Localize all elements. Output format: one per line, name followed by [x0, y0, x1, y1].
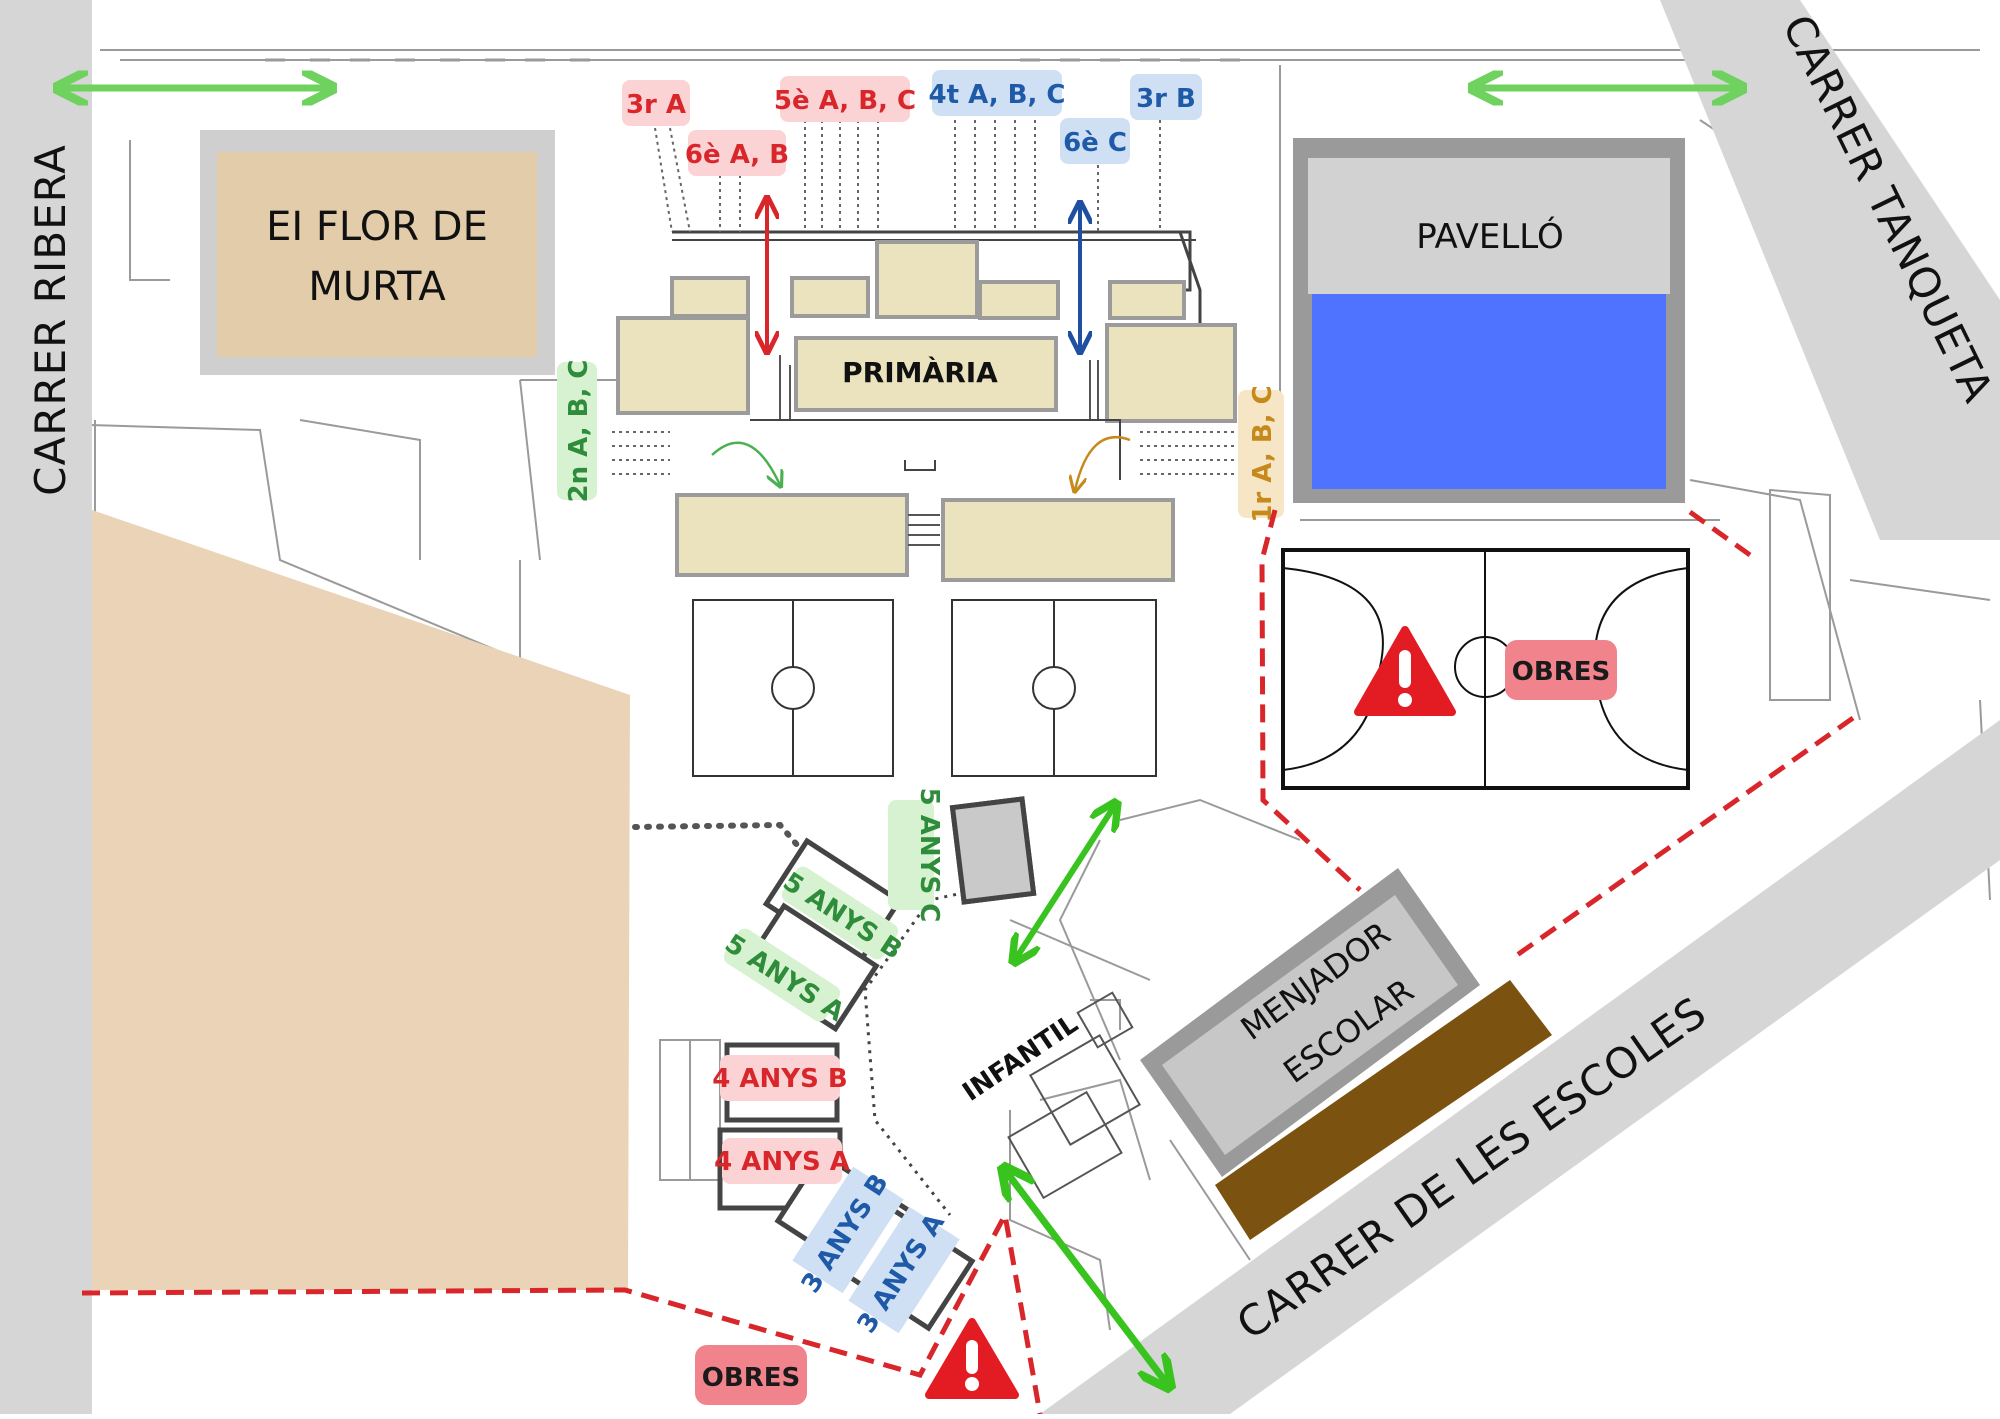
infantil-dotted-fence: [632, 821, 813, 863]
svg-text:OBRES: OBRES: [702, 1363, 800, 1393]
svg-text:4t A, B, C: 4t A, B, C: [929, 80, 1066, 110]
street-ribera: [0, 0, 92, 1414]
class-label-3rA: 3r A: [622, 80, 690, 126]
svg-text:3r A: 3r A: [626, 90, 686, 120]
court-right: [951, 599, 1157, 777]
access-arrow-escoles-icon: [1005, 1170, 1168, 1385]
svg-text:1r A, B, C: 1r A, B, C: [1248, 385, 1278, 522]
svg-text:6è C: 6è C: [1063, 128, 1127, 158]
obres-badge-entrance: OBRES: [695, 1345, 807, 1405]
plot-area: [92, 510, 630, 1290]
court-left: [692, 599, 894, 777]
flor-de-murta-label-1: EI FLOR DE: [266, 204, 488, 250]
flor-de-murta-label-2: MURTA: [308, 264, 446, 310]
class-label-2nABC: 2n A, B, C: [557, 359, 597, 503]
warning-icon-court: [1354, 626, 1456, 716]
primaria-label: PRIMÀRIA: [842, 355, 998, 389]
primaria-complex: [616, 230, 1237, 582]
infantil-yard-outline: [863, 883, 1001, 1216]
class-label-3rB: 3r B: [1130, 74, 1202, 120]
class-label-4tABC: 4t A, B, C: [929, 70, 1066, 116]
menjador-building: [1162, 895, 1458, 1155]
class-label-4anysB: 4 ANYS B: [712, 1055, 848, 1101]
pavello-building: [1308, 158, 1670, 294]
primaria-building: [794, 336, 1058, 412]
infantil-room-grey: [949, 796, 1037, 905]
class-label-6eAB: 6è A, B: [685, 130, 789, 176]
street-tanqueta: [1660, 0, 2000, 540]
pool-area: [1312, 294, 1666, 489]
svg-text:4 ANYS A: 4 ANYS A: [714, 1147, 850, 1177]
class-label-1rABC: 1r A, B, C: [1238, 385, 1284, 523]
obres-badge-court: OBRES: [1505, 640, 1617, 700]
warning-icon-entrance: [925, 1318, 1019, 1399]
svg-text:4 ANYS B: 4 ANYS B: [712, 1064, 847, 1094]
class-label-5anysC: 5 ANYS C: [888, 788, 944, 923]
class-leader-lines: [612, 120, 1245, 475]
class-label-6eC: 6è C: [1060, 118, 1130, 164]
class-label-5eABC: 5è A, B, C: [774, 76, 916, 122]
svg-text:5è A, B, C: 5è A, B, C: [774, 86, 916, 116]
court-works: [1281, 548, 1690, 790]
flow-arrow-green-icon: [711, 441, 780, 485]
flow-arrow-orange-icon: [1075, 435, 1131, 490]
brown-strip: [1215, 980, 1552, 1240]
street-label-ribera: CARRER RIBERA: [26, 144, 75, 496]
svg-text:2n A, B, C: 2n A, B, C: [564, 359, 594, 502]
street-escoles: [1040, 720, 2000, 1414]
svg-text:OBRES: OBRES: [1512, 657, 1610, 687]
svg-text:5 ANYS C: 5 ANYS C: [914, 788, 944, 923]
flor-de-murta-building: [217, 152, 537, 357]
access-arrow-infantil-icon: [1015, 805, 1115, 960]
pavello-label: PAVELLÓ: [1416, 216, 1564, 257]
svg-text:6è A, B: 6è A, B: [685, 140, 789, 170]
svg-text:3r B: 3r B: [1136, 84, 1196, 114]
class-label-4anysA: 4 ANYS A: [714, 1138, 850, 1184]
